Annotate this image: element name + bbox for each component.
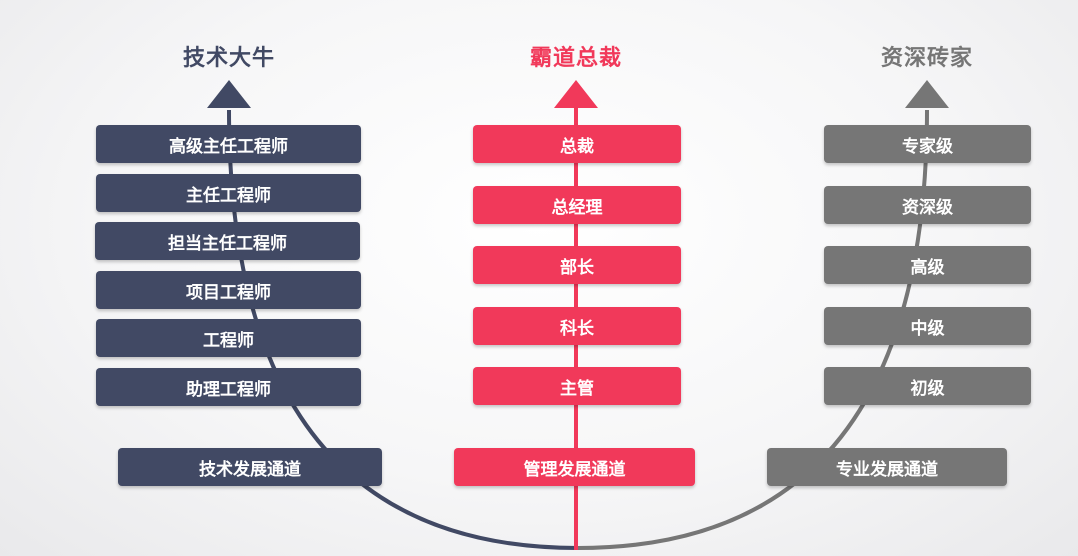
tech-level: 助理工程师 <box>96 368 361 406</box>
professional-level: 初级 <box>824 367 1031 405</box>
professional-arrow-icon <box>905 80 949 108</box>
professional-level: 专家级 <box>824 125 1031 163</box>
management-level: 总裁 <box>473 125 681 163</box>
tech-level: 工程师 <box>96 319 361 357</box>
tech-level: 高级主任工程师 <box>96 125 361 163</box>
tech-level: 担当主任工程师 <box>95 222 360 260</box>
tech-title: 技术大牛 <box>182 46 275 71</box>
professional-level: 高级 <box>824 246 1031 284</box>
management-arrow-icon <box>554 80 598 108</box>
professional-path-label: 专业发展通道 <box>767 448 1007 486</box>
professional-level: 中级 <box>824 307 1031 345</box>
management-level: 总经理 <box>473 186 681 224</box>
management-level: 科长 <box>473 307 681 345</box>
management-level: 部长 <box>473 246 681 284</box>
tech-path-label: 技术发展通道 <box>118 448 382 486</box>
management-path-label: 管理发展通道 <box>454 448 695 486</box>
tech-arrow-icon <box>207 80 251 108</box>
arc-right <box>577 109 929 550</box>
professional-level: 资深级 <box>824 186 1031 224</box>
tech-level: 主任工程师 <box>96 174 361 212</box>
management-level: 主管 <box>473 367 681 405</box>
professional-title: 资深砖家 <box>880 46 973 71</box>
tech-level: 项目工程师 <box>96 271 361 309</box>
management-title: 霸道总裁 <box>529 46 622 71</box>
